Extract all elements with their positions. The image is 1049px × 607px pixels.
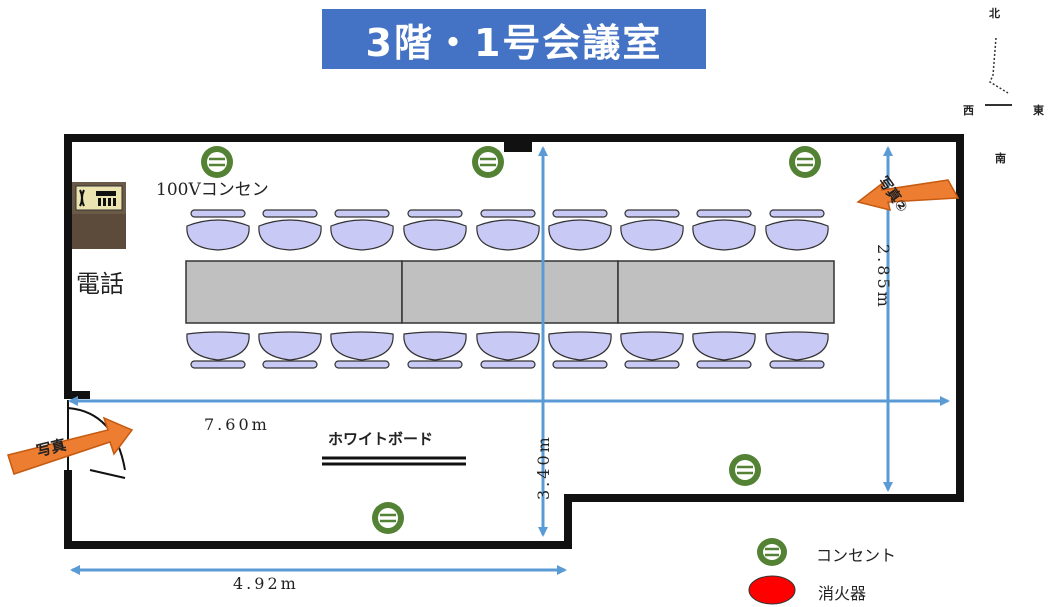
chair <box>620 209 684 251</box>
outlet-icon <box>789 146 821 178</box>
outlet-icon <box>201 146 233 178</box>
chair <box>692 331 756 369</box>
legend-outlet-icon <box>757 538 787 566</box>
legend-outlet-label: コンセント <box>816 546 897 565</box>
dimension-depth-label: 3.40m <box>534 434 553 500</box>
dimension-bottom-label: 4.92m <box>233 574 299 593</box>
whiteboard <box>322 456 466 466</box>
chair <box>548 331 612 369</box>
dimension-width-label: 7.60m <box>204 415 270 434</box>
chair <box>186 209 250 251</box>
chair <box>330 209 394 251</box>
chair-row-top <box>186 209 829 251</box>
outlet-icon <box>729 454 761 486</box>
compass-west: 西 <box>963 104 974 117</box>
chair <box>620 331 684 369</box>
chair <box>476 209 540 251</box>
phone-icon <box>72 182 126 249</box>
room-title: 3階・1号会議室 <box>365 20 663 65</box>
chair <box>258 331 322 369</box>
compass-south: 南 <box>995 152 1006 165</box>
chair <box>765 331 829 369</box>
chair <box>403 209 467 251</box>
chair-row-bottom <box>186 331 829 369</box>
chair <box>330 331 394 369</box>
whiteboard-label: ホワイトボード <box>328 430 434 448</box>
table <box>617 260 835 324</box>
phone-label: 電話 <box>76 270 124 298</box>
title-banner: 3階・1号会議室 <box>322 9 706 69</box>
chair <box>692 209 756 251</box>
photo-arrow-1 <box>7 416 134 475</box>
outlet-icon <box>472 146 504 178</box>
table <box>185 260 403 324</box>
chair <box>258 209 322 251</box>
room-walls <box>64 134 964 549</box>
dimension-depth-right-label: 2.85m <box>874 244 893 310</box>
compass-north: 北 <box>989 7 1000 20</box>
table <box>401 260 619 324</box>
chair <box>548 209 612 251</box>
legend-extinguisher-label: 消火器 <box>818 584 867 603</box>
chair <box>403 331 467 369</box>
chair <box>765 209 829 251</box>
chair <box>186 331 250 369</box>
photo-arrow-2 <box>856 179 960 212</box>
outlet-100v-label: 100Vコンセン <box>156 180 269 200</box>
chair <box>476 331 540 369</box>
compass-east: 東 <box>1033 104 1044 117</box>
compass-icon <box>985 37 1012 106</box>
legend-extinguisher-icon <box>748 575 796 605</box>
outlet-icon <box>372 502 404 534</box>
wall-pillar <box>504 138 532 152</box>
